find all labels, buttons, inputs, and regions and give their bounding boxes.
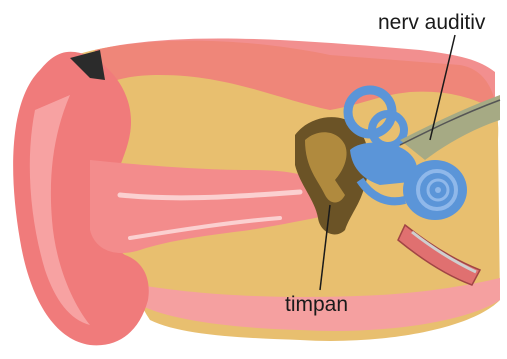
eardrum-label: timpan [285, 293, 348, 316]
nerve-label: nerv auditiv [378, 11, 486, 34]
